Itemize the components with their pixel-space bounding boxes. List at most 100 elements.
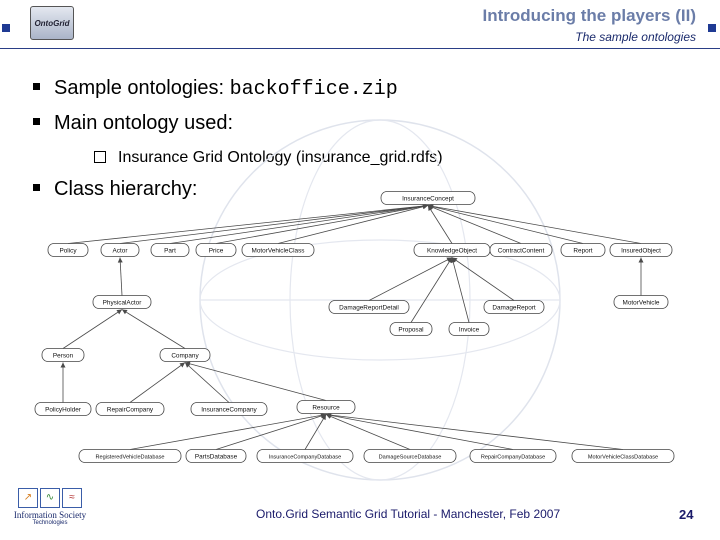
node-box [241, 243, 315, 257]
header-square-left [2, 24, 10, 32]
arrowhead-ko [428, 205, 433, 212]
node-act: Actor [100, 243, 140, 257]
node-per: Person [41, 348, 85, 362]
node-box [609, 243, 673, 257]
node-box [195, 243, 237, 257]
edge-part-ic [169, 205, 429, 244]
edges-group [60, 203, 644, 450]
checkbox-bullet-icon [94, 151, 106, 163]
edge-act-ic [119, 205, 429, 244]
node-box [185, 449, 247, 463]
node-box [380, 191, 476, 205]
node-ph: PolicyHolder [34, 402, 92, 416]
subbullet-insurance-grid: Insurance Grid Ontology (insurance_grid.… [94, 149, 443, 167]
node-pa: PhysicalActor [92, 295, 152, 309]
node-label: MotorVehicle [623, 300, 660, 307]
node-ko: KnowledgeObject [413, 243, 491, 257]
node-label: DamageReportDetail [339, 305, 399, 312]
arrowhead-pa [117, 257, 123, 263]
node-box [296, 400, 356, 414]
ist-line1: Information Society [13, 510, 87, 520]
ontogrid-logo: OntoGrid [30, 6, 74, 40]
node-mvc: MotorVehicleClass [241, 243, 315, 257]
node-label: InsuranceCompanyDatabase [269, 455, 341, 461]
page-number: 24 [679, 507, 694, 522]
node-insc: InsuranceCompany [190, 402, 268, 416]
bullet-square-icon [33, 118, 40, 126]
edge-icd-res [304, 414, 327, 450]
node-box [34, 402, 92, 416]
edge-rvd-res [129, 414, 327, 450]
node-iobj: InsuredObject [609, 243, 673, 257]
node-box [256, 449, 354, 463]
node-rc: RepairCompany [95, 402, 165, 416]
node-box [47, 243, 89, 257]
edge-pol-ic [67, 205, 429, 244]
slide-title: Introducing the players (II) [482, 6, 696, 25]
node-mvcd: MotorVehicleClassDatabase [571, 449, 675, 463]
edge-drd-ko [368, 257, 453, 301]
edge-inv-ko [451, 257, 470, 323]
footer-caption: Onto.Grid Semantic Grid Tutorial - Manch… [256, 507, 561, 521]
edge-mvcd-res [325, 414, 624, 450]
slide-subtitle: The sample ontologies [575, 30, 696, 44]
node-label: MotorVehicleClassDatabase [588, 455, 658, 461]
node-box [78, 449, 182, 463]
node-dr: DamageReport [483, 300, 545, 314]
edge-mvc-ic [277, 205, 429, 244]
node-part: Part [150, 243, 190, 257]
node-icd: InsuranceCompanyDatabase [256, 449, 354, 463]
node-label: Invoice [459, 327, 480, 334]
node-box [489, 243, 553, 257]
filename-code: backoffice.zip [229, 78, 398, 101]
arrowhead-inv [450, 257, 456, 263]
bullet-square-icon [33, 83, 40, 91]
node-cc: ContractContent [489, 243, 553, 257]
edge-price-ic [215, 205, 429, 244]
node-box [100, 243, 140, 257]
arrowhead-prop [447, 257, 452, 264]
node-label: Company [171, 353, 199, 360]
node-label: InsuranceConcept [402, 196, 454, 203]
node-label: DamageSourceDatabase [379, 455, 442, 461]
node-label: DamageReport [492, 305, 536, 312]
node-label: ContractContent [498, 248, 545, 255]
node-label: KnowledgeObject [427, 248, 477, 255]
node-pol: Policy [47, 243, 89, 257]
ist-box-icon: ↗ [18, 488, 38, 508]
arrowhead-icd [321, 414, 326, 421]
node-label: RepairCompanyDatabase [481, 455, 545, 461]
bullet-main-ontology: Main ontology used: [33, 112, 233, 135]
node-label: Proposal [398, 327, 423, 334]
node-comp: Company [159, 348, 211, 362]
node-box [92, 295, 152, 309]
node-label: MotorVehicleClass [252, 248, 305, 255]
background-globe-watermark [199, 119, 561, 481]
node-label: RegisteredVehicleDatabase [95, 455, 164, 461]
ist-logo: ↗ ∿ ≈ Information Society Technologies [4, 488, 96, 538]
edge-rep-ic [427, 205, 584, 244]
node-label: PartsDatabase [195, 454, 238, 461]
bullet-text: Class hierarchy: [54, 178, 198, 200]
edge-rc-comp [129, 362, 186, 403]
ist-box-icon: ∿ [40, 488, 60, 508]
node-box [469, 449, 557, 463]
edge-res-comp [184, 362, 327, 401]
node-dsd: DamageSourceDatabase [363, 449, 457, 463]
node-label: Person [53, 353, 74, 360]
node-box [363, 449, 457, 463]
edge-pdb-res [215, 414, 327, 450]
node-drd: DamageReportDetail [328, 300, 410, 314]
edge-per-pa [62, 309, 123, 349]
node-label: InsuredObject [621, 248, 661, 255]
node-label: PhysicalActor [103, 300, 143, 307]
node-mv: MotorVehicle [613, 295, 669, 309]
bullet-text: Sample ontologies: [54, 77, 230, 99]
edge-ko-ic [427, 205, 453, 244]
node-box [613, 295, 669, 309]
node-box [150, 243, 190, 257]
node-inv: Invoice [448, 322, 490, 336]
edge-insc-comp [184, 362, 230, 403]
